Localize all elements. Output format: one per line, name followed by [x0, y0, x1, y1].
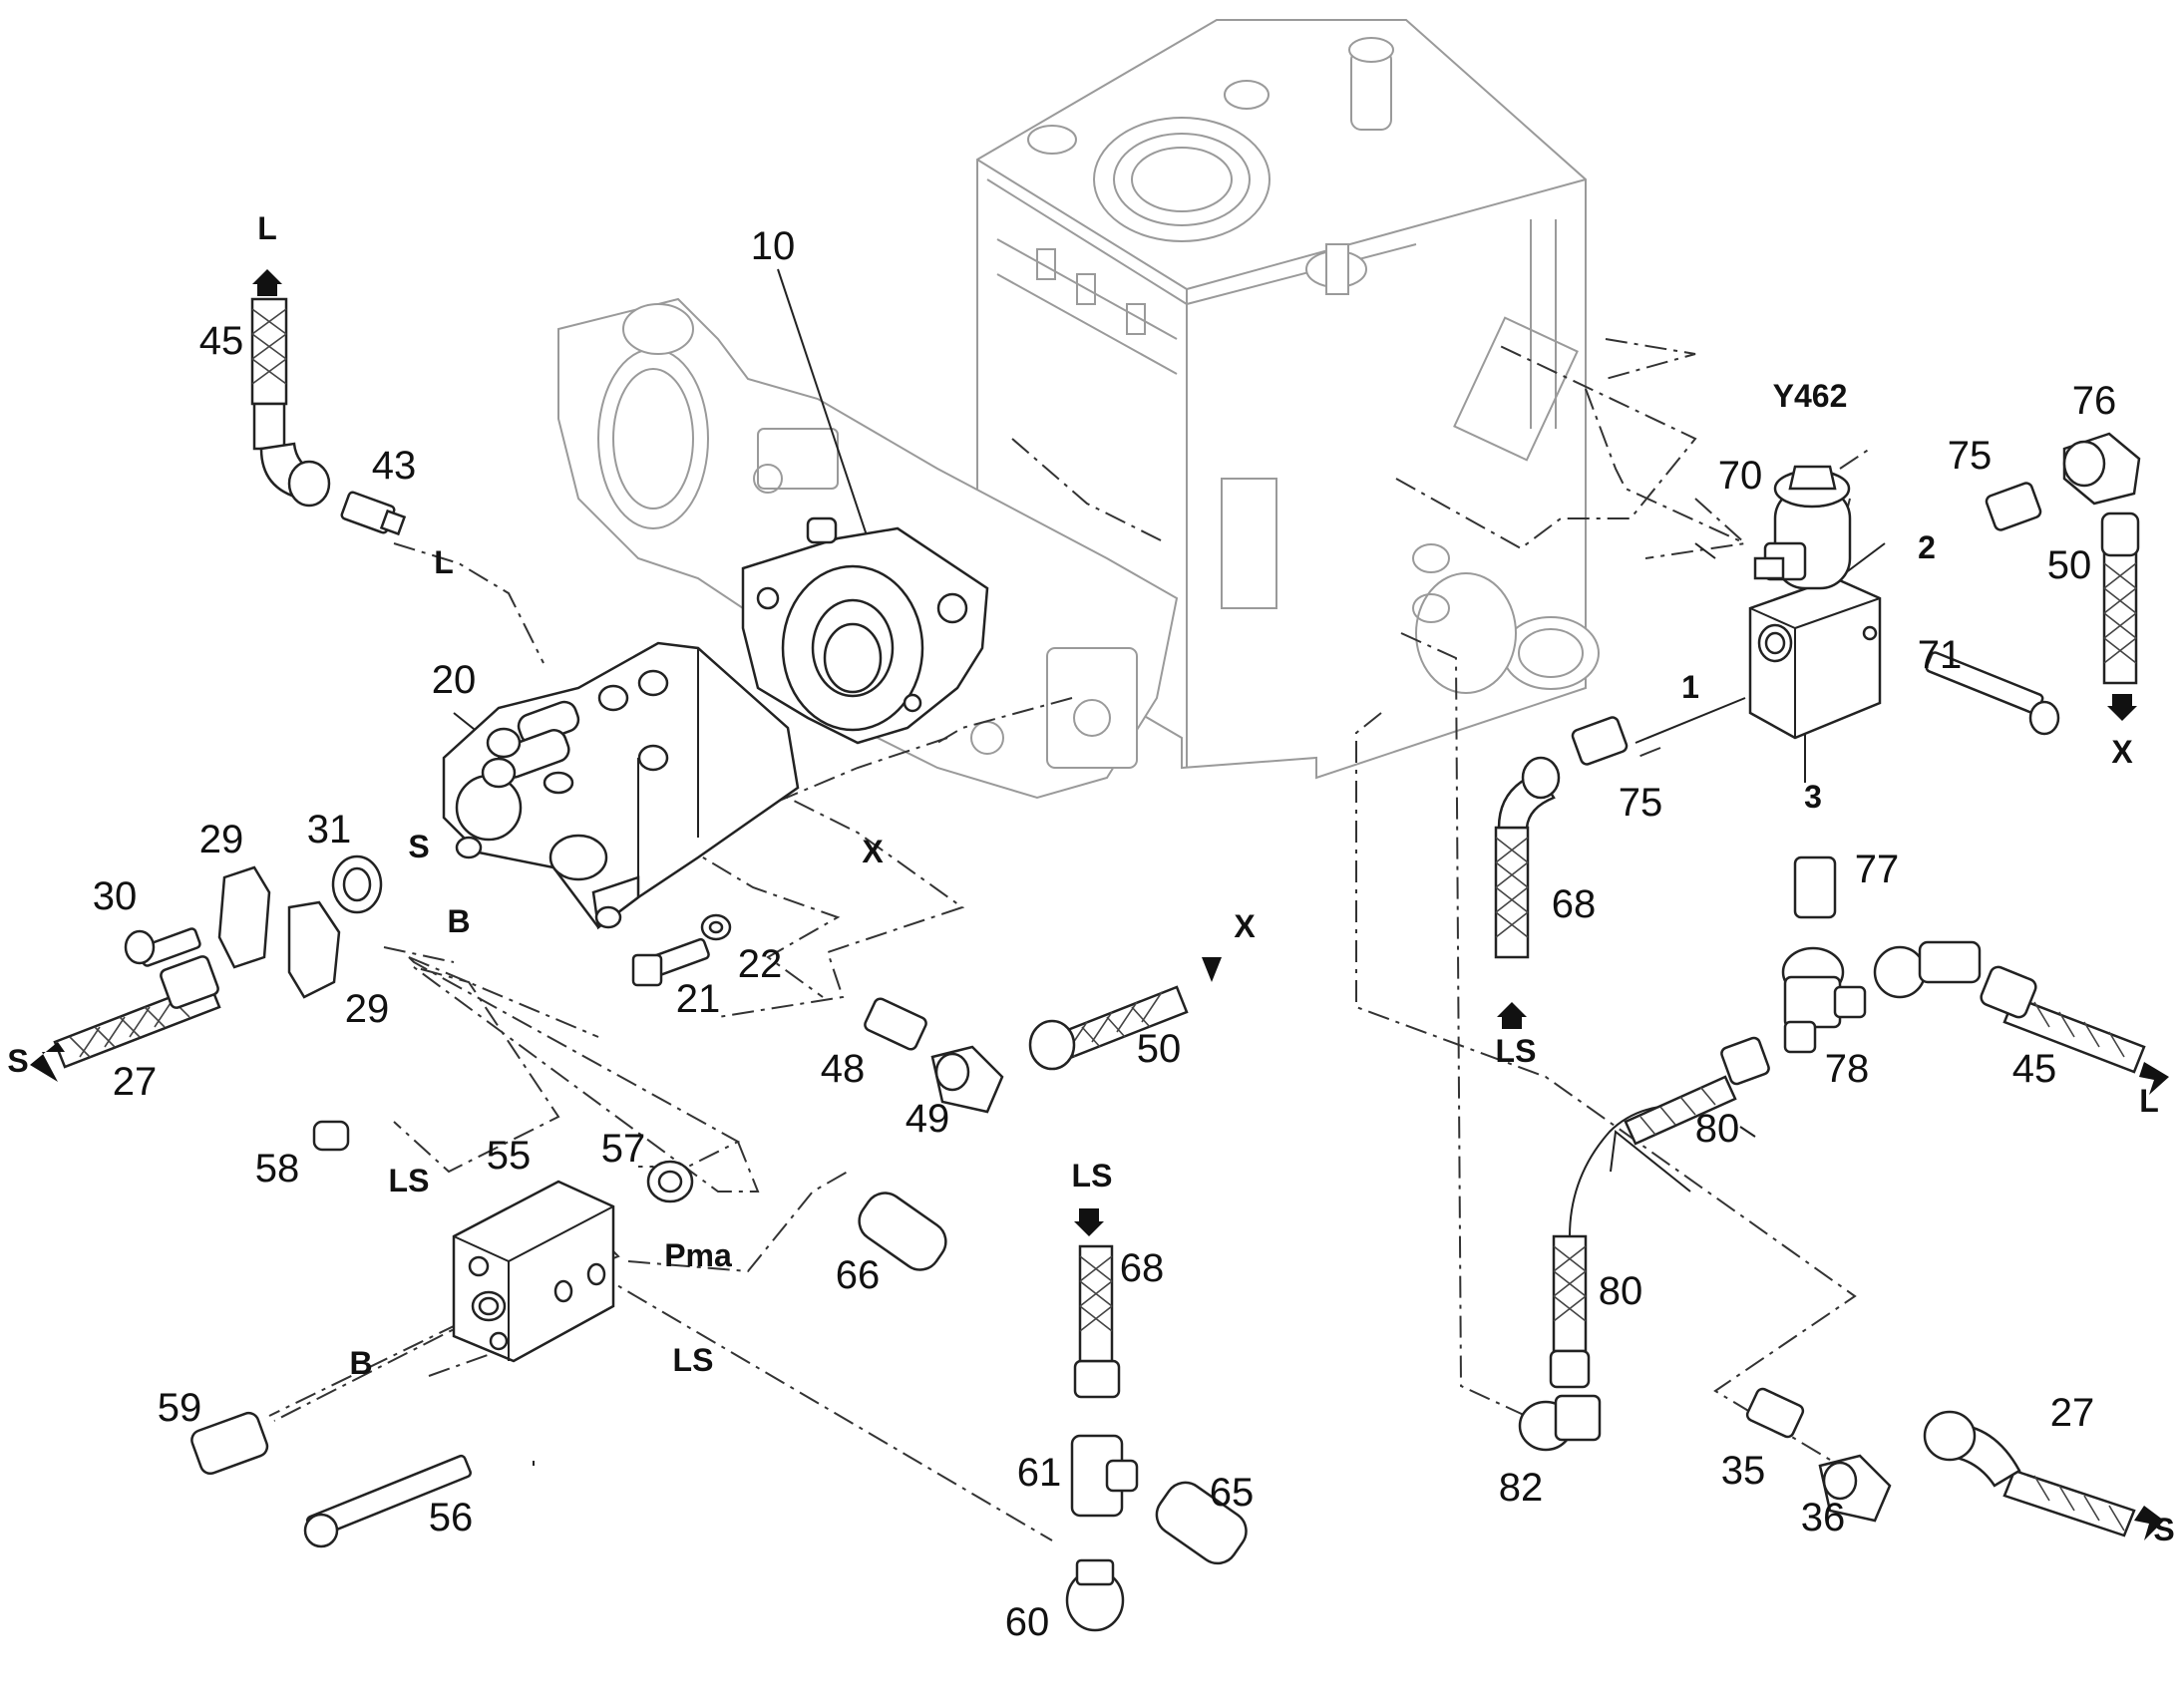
component-ref-y462: Y462 — [1773, 378, 1848, 414]
part-label-80-lower: 80 — [1599, 1269, 1643, 1313]
port-label-S-right: S — [2153, 1512, 2174, 1547]
part-label-50-center: 50 — [1137, 1027, 1182, 1071]
part-label-20: 20 — [432, 658, 477, 702]
part-label-71: 71 — [1918, 633, 1963, 677]
port-label-LS-block: LS — [389, 1163, 430, 1198]
part-label-27-left: 27 — [113, 1060, 158, 1104]
hydraulic-pump-20 — [442, 641, 800, 930]
part-label-55: 55 — [487, 1134, 532, 1178]
part-label-82: 82 — [1499, 1466, 1544, 1510]
part-number-labels: 10 20 21 22 27 27 29 29 30 31 35 36 43 4… — [93, 224, 2117, 1644]
part-label-49: 49 — [906, 1097, 950, 1141]
part-label-59: 59 — [158, 1386, 202, 1430]
part-label-30: 30 — [93, 874, 138, 918]
fittings — [124, 432, 2141, 1632]
part-label-68-upper: 68 — [1552, 882, 1597, 926]
part-label-29-bottom: 29 — [345, 987, 390, 1031]
part-label-22: 22 — [738, 942, 783, 986]
part-label-68-lower: 68 — [1120, 1246, 1165, 1290]
port-label-L-left: L — [434, 544, 454, 580]
port-label-S-pump: S — [408, 829, 429, 864]
part-label-27-right: 27 — [2050, 1391, 2095, 1435]
part-label-31: 31 — [307, 808, 352, 852]
hoses — [53, 297, 2146, 1537]
part-label-21: 21 — [676, 977, 721, 1021]
part-label-70: 70 — [1718, 454, 1763, 498]
port-label-S-left: S — [7, 1043, 28, 1079]
part-label-36: 36 — [1801, 1496, 1846, 1539]
part-label-29-top: 29 — [199, 818, 244, 861]
distribution-block-55 — [452, 1180, 615, 1363]
port-label-X-pump: X — [862, 834, 884, 869]
flow-arrows — [30, 269, 2169, 1540]
port-labels: L L S X B X S LS Pma B LS LS LS X L S 1 … — [7, 210, 2174, 1547]
port-label-X-right: X — [2111, 734, 2133, 770]
part-label-35: 35 — [1721, 1449, 1766, 1493]
part-label-10: 10 — [751, 224, 796, 268]
port-label-L-top: L — [257, 210, 277, 246]
adapter-flange-10 — [741, 516, 989, 745]
part-label-43: 43 — [372, 444, 417, 488]
part-label-45-left: 45 — [199, 319, 244, 363]
port-label-LS-center: LS — [1072, 1158, 1113, 1194]
port-label-Pma: Pma — [664, 1237, 732, 1273]
port-label-2: 2 — [1918, 529, 1936, 565]
part-label-50-right: 50 — [2047, 543, 2092, 587]
part-label-45-right: 45 — [2012, 1047, 2057, 1091]
part-label-78: 78 — [1825, 1047, 1870, 1091]
port-label-LS-right: LS — [1496, 1033, 1537, 1069]
part-label-65: 65 — [1210, 1471, 1255, 1515]
part-label-66: 66 — [836, 1253, 881, 1297]
part-label-61: 61 — [1017, 1451, 1062, 1495]
port-label-3: 3 — [1804, 779, 1822, 815]
port-label-X-hose: X — [1234, 908, 1256, 944]
part-label-56: 56 — [429, 1496, 474, 1539]
part-label-75-right: 75 — [1948, 434, 1993, 478]
part-label-76: 76 — [2072, 379, 2117, 423]
solenoid-valve-y462 — [1748, 465, 1882, 740]
port-label-B-pump: B — [447, 903, 470, 939]
part-label-77: 77 — [1855, 848, 1900, 891]
part-label-58: 58 — [255, 1147, 300, 1191]
part-label-80-upper: 80 — [1695, 1107, 1740, 1151]
part-label-48: 48 — [821, 1047, 866, 1091]
port-label-B-block: B — [349, 1345, 372, 1381]
port-label-LS-bottom: LS — [673, 1342, 714, 1378]
part-label-57: 57 — [601, 1127, 646, 1171]
part-label-60: 60 — [1005, 1600, 1050, 1644]
port-label-1: 1 — [1681, 669, 1699, 705]
port-label-L-right: L — [2139, 1083, 2159, 1119]
part-label-75-left: 75 — [1619, 781, 1663, 825]
